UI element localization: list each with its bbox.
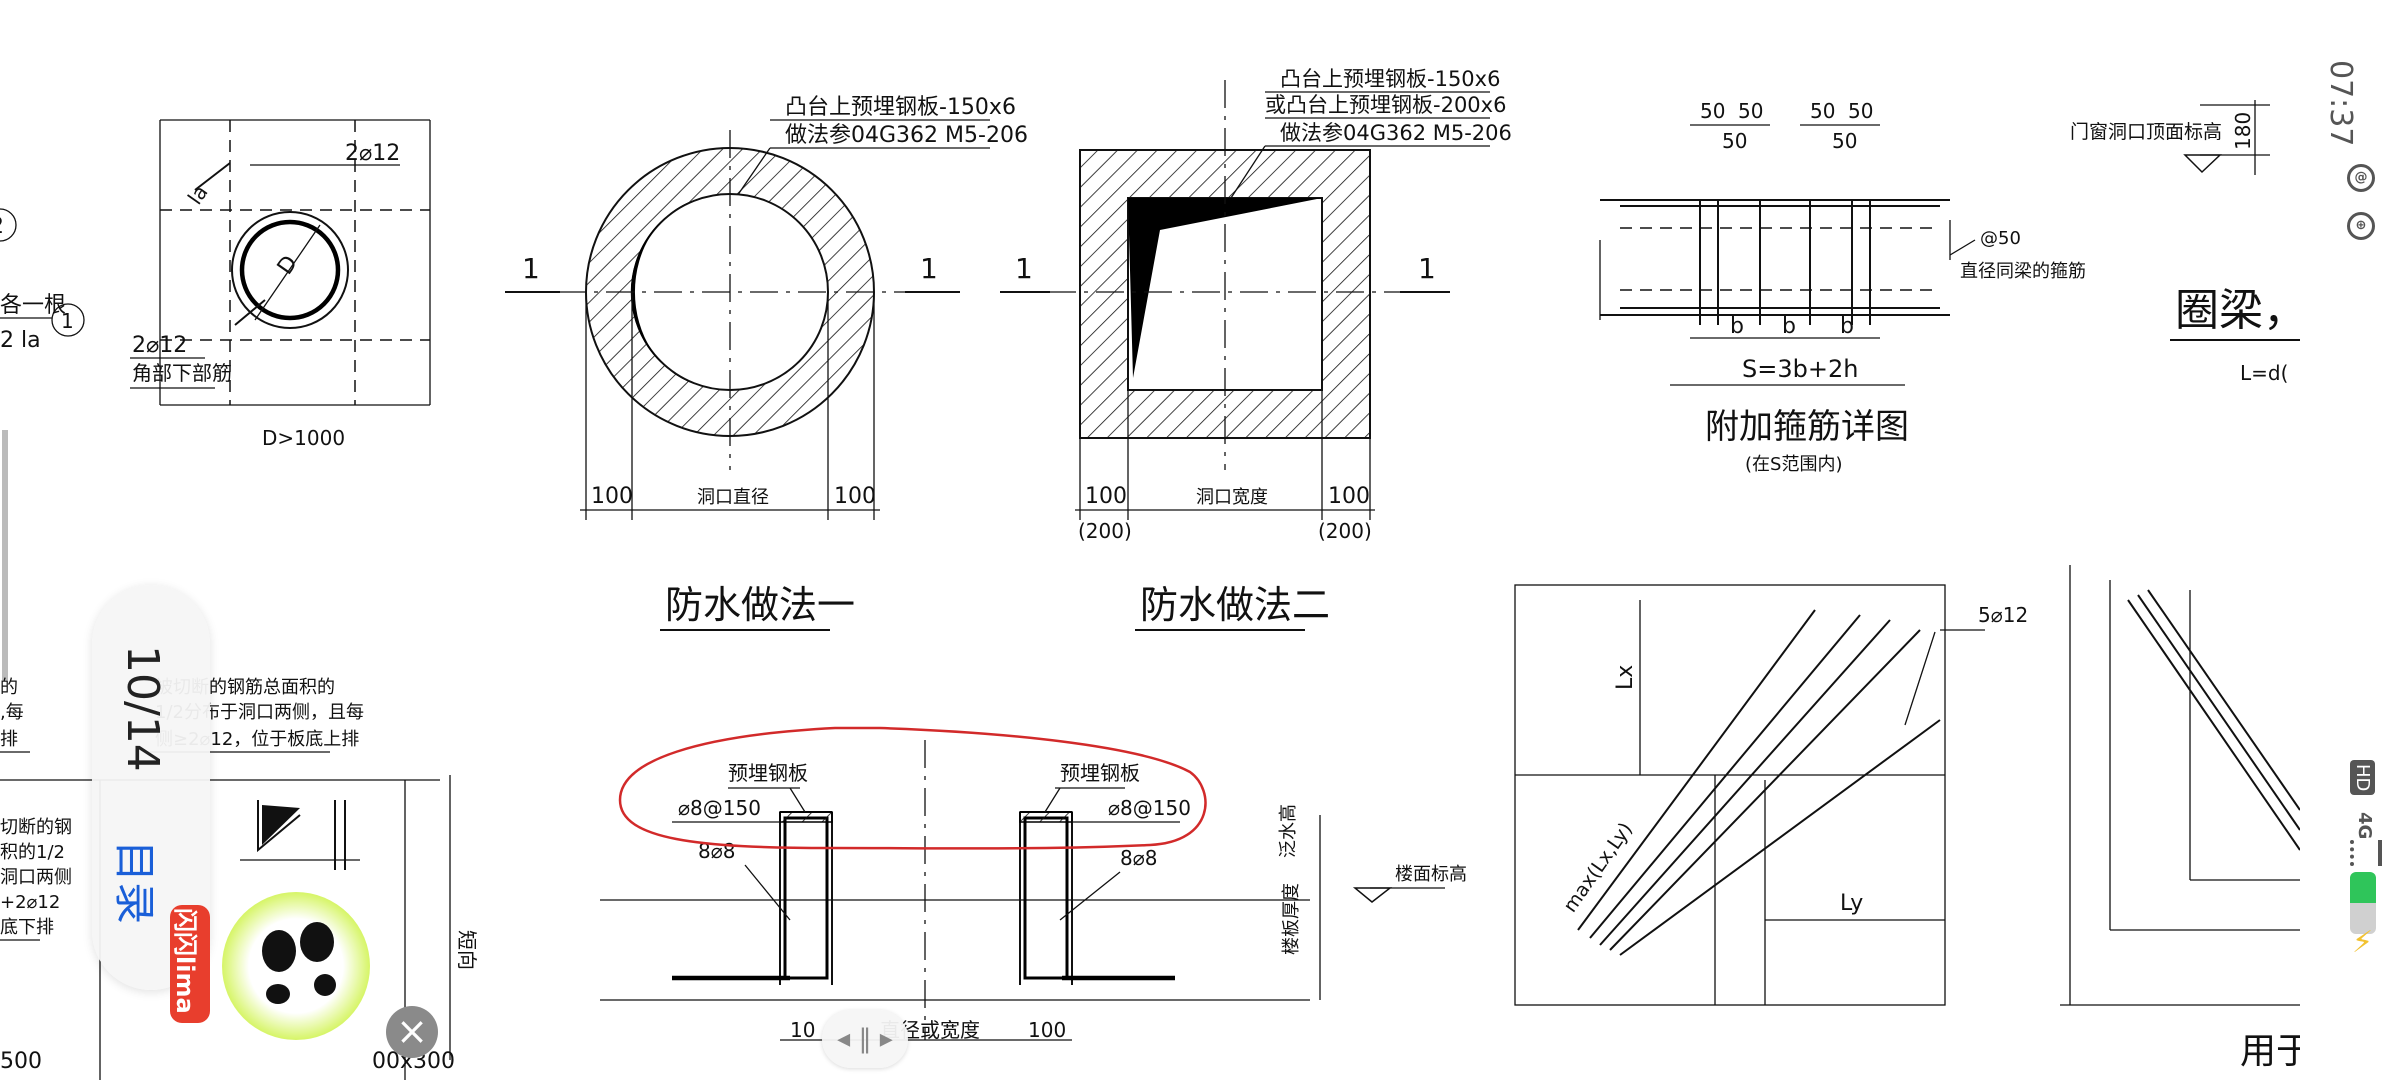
note-text: 角部下部筋: [132, 361, 232, 385]
dim-text: 50: [1832, 129, 1857, 153]
dim-text: 50: [1700, 99, 1725, 123]
left-partial-drawing: 2 各一根 2 la 1 2⌀12 角部下部筋 2⌀12 la D D>1000…: [0, 119, 479, 1080]
dim-text: 180: [2231, 112, 2255, 150]
rebar-label: 5⌀12: [1978, 603, 2028, 627]
note-text: +2⌀12: [0, 892, 60, 913]
note-text: 2 la: [0, 328, 41, 353]
dim-text: S=3b+2h: [1742, 355, 1858, 383]
waterproof-method-1: 凸台上预埋钢板-150x6 做法参04G362 M5-206 1 1 100 洞…: [505, 95, 1028, 631]
red-highlight-circle: [618, 726, 1207, 850]
section-mark: 1: [1418, 252, 1436, 285]
note-text: 切断的钢: [0, 817, 72, 838]
note-text: 用于: [2240, 1031, 2300, 1072]
plate-note: 凸台上预埋钢板-150x6: [1280, 67, 1500, 91]
charging-icon: ⚡: [2352, 925, 2374, 960]
battery-icon: [2350, 872, 2376, 934]
dim-text: Ly: [1840, 891, 1863, 916]
side-label: 泛水高: [1278, 804, 1299, 858]
method2-title: 防水做法二: [1140, 583, 1330, 627]
rebar-label: ⌀8@150: [678, 796, 761, 820]
dim-text: 洞口直径: [697, 487, 769, 508]
note-text: 门窗洞口顶面标高: [2070, 121, 2222, 143]
side-label: 楼板厚度: [1281, 883, 1302, 955]
note-text: @50: [1980, 228, 2021, 249]
note-text: la: [183, 181, 213, 209]
dim-text: 100: [1328, 484, 1370, 509]
note-text: D>1000: [262, 426, 345, 450]
rebar-label: 8⌀8: [1120, 846, 1158, 870]
dim-text: (200): [1078, 519, 1132, 543]
dim-text: 洞口宽度: [1196, 487, 1268, 508]
note-text: 直径同梁的箍筋: [1960, 261, 2086, 282]
dim-text: 10: [790, 1018, 815, 1042]
close-icon[interactable]: ×: [386, 1006, 438, 1058]
status-time: 07:37: [2323, 60, 2358, 147]
method1-title: 防水做法一: [665, 583, 855, 627]
brand-badge[interactable]: [170, 905, 210, 1023]
note-text: ,每: [0, 702, 24, 723]
dim-text: b: [1730, 314, 1744, 339]
note-text: 洞口两侧: [0, 867, 72, 888]
plate-label: 预埋钢板: [1060, 761, 1140, 785]
note-text: 底下排: [0, 917, 54, 938]
plate-note: 或凸台上预埋钢板-200x6: [1265, 93, 1506, 117]
section-mark: 1: [1015, 252, 1033, 285]
alarm-icon: ⊕: [2347, 212, 2375, 240]
dim-text: Lx: [1613, 665, 1638, 690]
stirrup-title: 附加箍筋详图: [1705, 407, 1909, 447]
notification-icon: @: [2347, 164, 2375, 192]
note-text: 积的1/2: [0, 842, 65, 863]
waterproof-method-2: 凸台上预埋钢板-150x6 或凸台上预埋钢板-200x6 做法参04G362 M…: [1000, 67, 1512, 631]
ring-beam-title: 圈梁，: [2175, 285, 2300, 336]
note-text: L=d(: [2240, 361, 2288, 385]
page-counter: 10/14: [117, 645, 168, 772]
rebar-label: ⌀8@150: [1108, 796, 1191, 820]
brand-label: 闪闪lima: [171, 908, 199, 1014]
corner-rebar-detail: Lx Ly 5⌀12 max(Lx,Ly): [1514, 584, 2028, 1006]
dim-text: 50: [1848, 99, 1873, 123]
dim-text: b: [1840, 314, 1854, 339]
dim-text: 50: [1810, 99, 1835, 123]
circle-mark-2: 2: [0, 214, 4, 239]
dim-text: 100: [834, 484, 876, 509]
dim-text: (200): [1318, 519, 1372, 543]
note-text: 排: [0, 729, 18, 750]
drag-handle-icon[interactable]: ◂ ‖ ▸: [822, 1010, 908, 1068]
stirrup-subtitle: (在S范围内): [1745, 454, 1842, 475]
signal-icon: [2350, 840, 2382, 866]
note-text: 各一根: [0, 293, 66, 318]
dim-text: 100: [1028, 1018, 1066, 1042]
circle-mark-1: 1: [61, 309, 74, 333]
hd-label: HD: [2350, 760, 2375, 796]
note-text: 楼面标高: [1395, 864, 1467, 885]
dim-text: b: [1782, 314, 1796, 339]
note-text: 的: [0, 677, 18, 698]
plate-note: 做法参04G362 M5-206: [785, 123, 1028, 148]
side-label: 短向: [455, 930, 479, 970]
dim-text: 50: [1722, 129, 1747, 153]
network-label: 4G: [2354, 812, 2375, 840]
section-mark: 1: [920, 252, 938, 285]
dim-text: 50: [1738, 99, 1763, 123]
plate-note: 做法参04G362 M5-206: [1280, 121, 1512, 145]
section-mark: 1: [522, 252, 540, 285]
ring-beam-detail: 门窗洞口顶面标高 180 圈梁， L=d(: [2070, 100, 2300, 385]
stirrup-detail: 50 50 50 50 50 50 @50 直径同梁的箍筋 b b b S=3b…: [1599, 99, 2086, 475]
dim-text: 100: [1085, 484, 1127, 509]
embedded-plate-section: 预埋钢板 预埋钢板 ⌀8@150 ⌀8@150 8⌀8 8⌀8 泛水高 楼板厚度…: [600, 726, 1467, 1042]
note-text: 500: [0, 1049, 42, 1074]
plate-label: 预埋钢板: [728, 761, 808, 785]
dim-text: 100: [591, 484, 633, 509]
cad-drawing: 2 各一根 2 la 1 2⌀12 角部下部筋 2⌀12 la D D>1000…: [0, 67, 2300, 1080]
right-partial-drawing: 用于: [2060, 565, 2300, 1072]
panda-icon[interactable]: [222, 892, 370, 1040]
plate-note: 凸台上预埋钢板-150x6: [785, 95, 1016, 120]
toc-button[interactable]: 目录: [110, 840, 159, 925]
note-text: 2⌀12: [345, 141, 400, 166]
